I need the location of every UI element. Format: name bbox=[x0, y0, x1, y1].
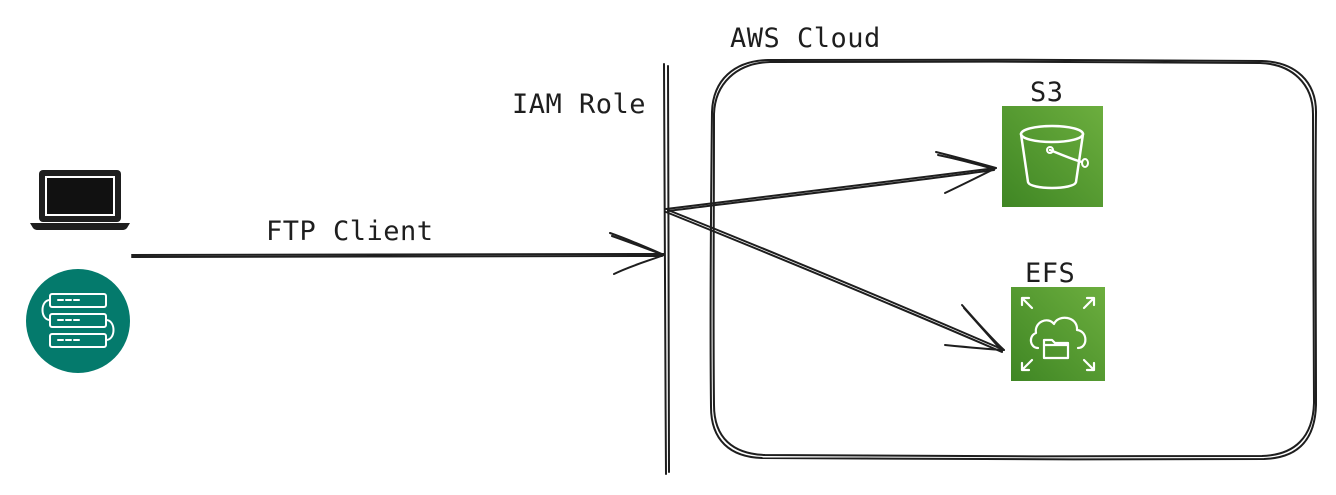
efs-label: EFS bbox=[1025, 258, 1075, 289]
efs-arrow bbox=[665, 209, 1005, 353]
ftp-client-label: FTP Client bbox=[266, 216, 434, 247]
iam-role-label: IAM Role bbox=[512, 89, 646, 120]
s3-bucket-icon bbox=[1002, 106, 1103, 207]
laptop-icon bbox=[30, 170, 130, 230]
sftp-server-icon bbox=[26, 269, 130, 373]
s3-arrow bbox=[665, 151, 997, 212]
iam-role-boundary bbox=[663, 63, 670, 475]
s3-label: S3 bbox=[1030, 77, 1064, 108]
aws-cloud-label: AWS Cloud bbox=[730, 23, 881, 54]
efs-icon bbox=[1011, 287, 1105, 381]
aws-cloud-boundary bbox=[709, 58, 1317, 461]
ftp-client-arrow bbox=[131, 232, 665, 275]
